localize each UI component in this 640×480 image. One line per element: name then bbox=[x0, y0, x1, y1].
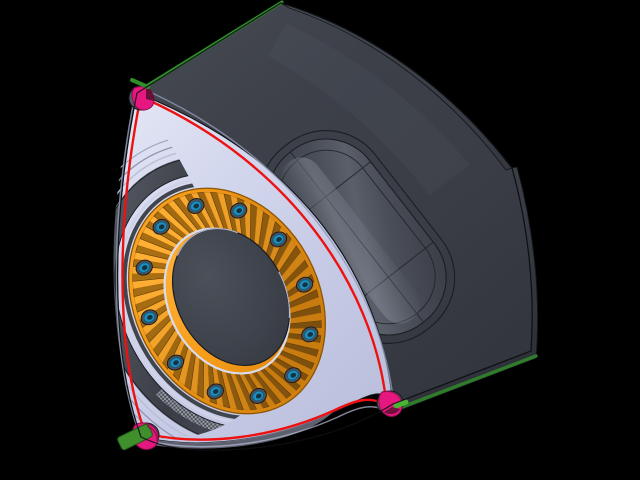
bolt-bore bbox=[302, 282, 308, 288]
groove-ring-inner-1 bbox=[122, 182, 253, 420]
gear-bolt-hole[interactable] bbox=[268, 229, 290, 250]
model-title: Wankel Rotary Engine Rotor - Isometric C… bbox=[4, 464, 206, 474]
apex-top-seal-dark bbox=[146, 88, 155, 101]
groove-ring-outer-3 bbox=[113, 142, 253, 439]
apex-seal-right[interactable] bbox=[376, 390, 409, 417]
eccentric-bore-rim-highlight bbox=[172, 228, 290, 366]
apex-seal-top[interactable] bbox=[128, 78, 155, 111]
gear-bolt-hole[interactable] bbox=[150, 216, 172, 237]
gear-bolt-hole[interactable] bbox=[139, 307, 161, 328]
gear-bolt-hole[interactable] bbox=[294, 274, 316, 295]
model-silhouette-outline bbox=[117, 2, 533, 451]
bolt-bore bbox=[193, 203, 200, 209]
seal-groove-left bbox=[121, 98, 146, 432]
bolt-bore bbox=[147, 314, 153, 320]
groove-ring-inner-2 bbox=[118, 177, 253, 425]
gear-bolt-hole[interactable] bbox=[133, 257, 155, 278]
groove-ring-outer-4 bbox=[113, 134, 253, 439]
seal-groove-upper-right-shadow bbox=[149, 91, 394, 399]
gear-bolt-hole[interactable] bbox=[185, 196, 207, 217]
apex-r-spring-green bbox=[393, 399, 409, 409]
groove-ring-outer-2 bbox=[113, 149, 253, 439]
apex-bl-spring-green bbox=[117, 423, 153, 451]
apex-bl-seal-notch bbox=[146, 425, 158, 442]
gear-retaining-bolts[interactable] bbox=[133, 196, 320, 407]
bolt-bore bbox=[236, 208, 242, 214]
gear-bolt-hole[interactable] bbox=[247, 386, 269, 407]
recess-highlight bbox=[281, 157, 421, 324]
gear-bolt-hole[interactable] bbox=[282, 365, 304, 386]
seal-groove-bottom bbox=[146, 398, 388, 441]
bolt-bore bbox=[276, 237, 282, 242]
seal-groove-bottom-shadow bbox=[147, 406, 390, 448]
bolt-bore bbox=[158, 224, 165, 230]
seal-land-band-outline-in bbox=[114, 173, 253, 429]
bolt-bore bbox=[173, 360, 179, 366]
bolt-bore bbox=[213, 389, 219, 394]
seal-groove-left-shadow bbox=[115, 99, 139, 431]
gear-bolt-hole[interactable] bbox=[205, 381, 227, 402]
rotor-model[interactable] bbox=[20, 0, 539, 480]
bolt-bore bbox=[307, 332, 314, 337]
flank-specular-sheen bbox=[268, 24, 470, 196]
apex-r-seal-dark bbox=[384, 407, 400, 415]
internal-ring-gear[interactable] bbox=[90, 154, 363, 449]
oil-seal-grooves bbox=[115, 91, 394, 448]
bolt-bore bbox=[255, 393, 262, 399]
gear-bolt-hole[interactable] bbox=[228, 200, 250, 221]
apex-top-edge-green bbox=[130, 78, 150, 89]
gear-bolt-hole[interactable] bbox=[165, 352, 187, 373]
gear-bolt-hole[interactable] bbox=[299, 324, 321, 345]
edge-highlight-right bbox=[395, 354, 538, 411]
bolt-bore bbox=[141, 265, 148, 271]
seal-groove-upper-right bbox=[144, 97, 388, 402]
bolt-bore bbox=[290, 372, 297, 378]
